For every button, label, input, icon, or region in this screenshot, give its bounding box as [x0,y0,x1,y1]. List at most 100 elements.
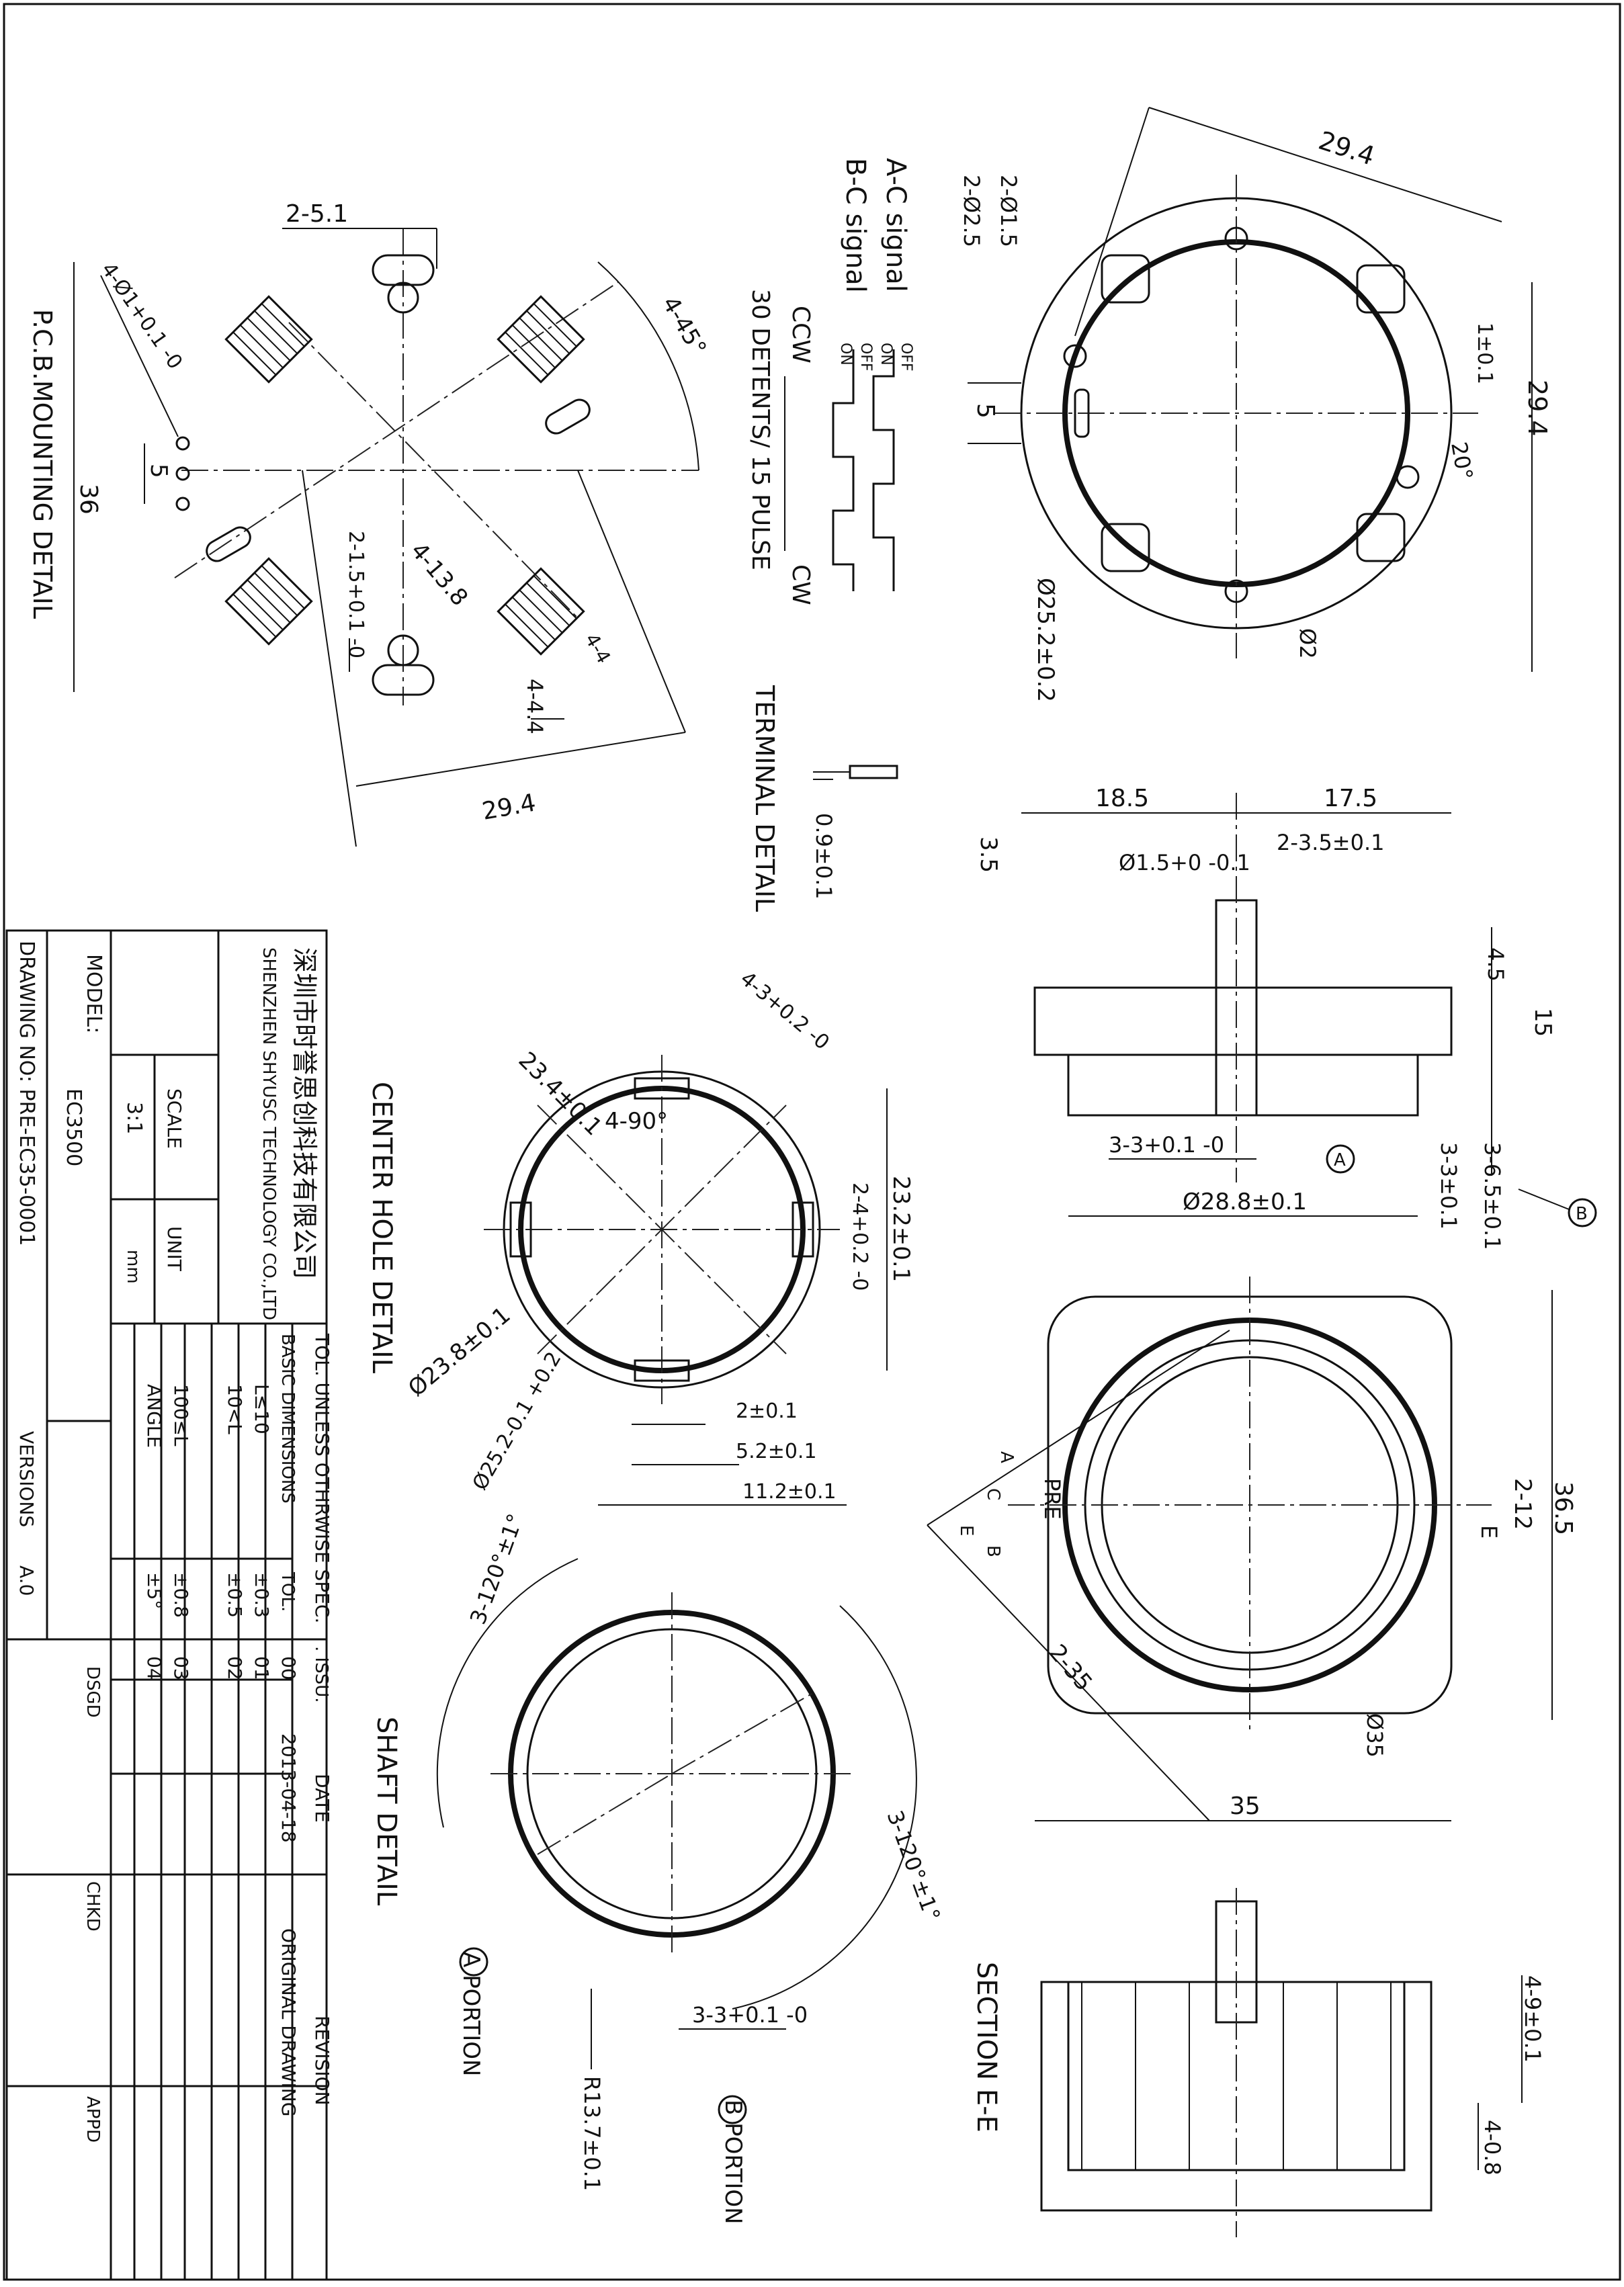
tol-row-0-tol: ±0.3 [251,1572,273,1618]
ccw-label: CCW [787,306,814,363]
datum-b-mark: B [1576,1204,1588,1224]
chkd-label: CHKD [83,1881,103,1932]
terminal-dim: 0.9±0.1 [811,813,837,900]
side-dim-3: 3.5 [975,836,1002,873]
side-dim-10: 3-3±0.1 [1436,1142,1461,1229]
terminal-detail: TERMINAL DETAIL 0.9±0.1 [750,685,898,912]
issue-4: 04 [143,1656,165,1680]
date-label: DATE [311,1774,333,1823]
front-dim-7: B [983,1545,1003,1557]
side-dim-9: Ø28.8±0.1 [1183,1189,1307,1215]
side-dim-2: 17.5 [1324,785,1377,812]
shaft-dim-3: R13.7±0.1 [579,2076,605,2191]
top-dim-2: 29.4 [1523,380,1552,437]
ch-dim-8: 2±0.1 [736,1399,798,1423]
front-dim-10: Ø35 [1362,1713,1387,1758]
ac-on: ON [878,343,894,365]
issue-2: 02 [224,1656,246,1680]
appd-label: APPD [83,2096,103,2143]
center-hole-title: CENTER HOLE DETAIL [366,1082,397,1374]
side-dim-4: Ø1.5+0 -0.1 [1119,850,1250,875]
ch-dim-7: Ø25.2-0.1 +0.2 [468,1348,566,1494]
tol-row-3-tol: ±5° [143,1572,165,1609]
ac-off: OFF [898,343,914,372]
front-dim-11: 35 [1230,1793,1260,1820]
front-view: 36.5 2-12 E PRE A C B E 2-35 Ø35 35 [927,1277,1577,1821]
issu-label: . ISSU. [311,1646,331,1703]
basic-dims: BASIC DIMENSIONS [277,1334,298,1504]
tol-row-3-range: ANGLE [143,1384,165,1448]
pcb-dim-pitch: 5 [145,464,172,478]
pcb-dim-pad: 4-4 [581,630,615,667]
drawing-number: DRAWING NO: PRE-EC35-0001 [15,941,38,1246]
pcb-dim-slot: 2-5.1 [286,200,348,228]
top-dim-6: 5 [972,403,999,419]
top-dim-4: 2-Ø2.5 [959,175,984,247]
datum-a-mark: A [1334,1150,1346,1170]
side-view: 18.5 17.5 3.5 Ø1.5+0 -0.1 2-3.5±0.1 4.5 … [975,785,1597,1250]
pcb-mounting-detail: P.C.B.MOUNTING DETAIL 2-5.1 4-Ø1+0.1 -0 … [28,200,712,847]
tol-label: TOL. [277,1571,298,1612]
scale-value: 3:1 [122,1102,146,1134]
company-en: SHENZHEN SHYUSC TECHNOLOGY CO.,LTD [259,947,279,1320]
section-dim-2: 4-0.8 [1480,2120,1505,2175]
front-dim-2: 2-12 [1509,1478,1536,1530]
company-cn: 深圳市时誉思创科技有限公司 [290,947,319,1279]
sheet-border [3,3,1621,2281]
cw-label: CW [787,564,814,605]
tol-header: TOL. UNLESS OTHRWISE SPEC. [311,1333,333,1623]
portion-a: A PORTION [458,1952,484,2076]
title-block: 深圳市时誉思创科技有限公司 SHENZHEN SHYUSC TECHNOLOGY… [5,929,333,2281]
pcb-dim-pad-offset: 4-13.8 [405,537,473,611]
section-title: SECTION E-E [971,1962,1002,2132]
side-dim-6: 4.5 [1483,947,1508,982]
section-e-e: SECTION E-E 4-9±0.1 4-0.8 [971,1888,1545,2237]
ch-dim-1: 4-3+0.2 -0 [736,967,834,1054]
ch-dim-5: 23.2±0.1 [888,1176,914,1282]
versions-value: A.0 [15,1565,38,1596]
top-view: 29.4 29.4 2-Ø1.5 2-Ø2.5 1±0.1 5 20° Ø25.… [959,107,1552,702]
bc-on: ON [837,343,854,365]
side-dim-11: 3-6.5±0.1 [1480,1142,1505,1250]
model-value: EC3500 [62,1088,85,1166]
date-value: 2013-04-18 [277,1733,300,1843]
model-label: MODEL: [82,954,105,1033]
shaft-dim-4: 3-3+0.1 -0 [692,2002,808,2028]
issue-1: 01 [251,1656,273,1680]
unit-value: mm [123,1250,143,1284]
side-dim-8: 3-3+0.1 -0 [1109,1132,1224,1158]
issue-0: 00 [277,1656,300,1680]
terminal-title: TERMINAL DETAIL [750,685,779,912]
pcb-dim-slot-width: 2-1.5+0.1 -0 [344,531,368,658]
center-hole-detail: CENTER HOLE DETAIL 4-3+0.2 -0 23.4±0.1 4… [366,967,914,1506]
ac-signal: A-C signal [880,158,911,292]
shaft-detail: SHAFT DETAIL 3-120°±1° 3-120°±1° R13.7±0… [371,1510,945,2225]
top-dim-3: 2-Ø1.5 [996,175,1021,247]
dsgd-label: DSGD [83,1666,103,1718]
tol-row-0-range: L≤10 [251,1384,273,1434]
versions-label: VERSIONS [15,1431,38,1527]
tol-row-1-tol: ±0.5 [224,1572,246,1618]
pcb-dim-pad-size: 4-4.4 [522,679,548,734]
ch-dim-3: 4-90° [605,1108,668,1135]
revision-value: ORIGINAL DRAWING [277,1928,300,2116]
pcb-dim-angle: 4-45° [656,292,712,361]
section-dim-1: 4-9±0.1 [1520,1975,1545,2063]
pcb-title: P.C.B.MOUNTING DETAIL [28,309,57,619]
side-dim-7: 15 [1529,1008,1556,1037]
top-dim-5: 1±0.1 [1473,322,1496,384]
shaft-title: SHAFT DETAIL [371,1717,402,1906]
ch-dim-2: 23.4±0.1 [513,1047,607,1141]
front-dim-3: E [1476,1525,1502,1539]
ch-dim-9: 5.2±0.1 [736,1440,817,1463]
shaft-dim-2: 3-120°±1° [882,1807,945,1925]
top-dim-8: Ø25.2±0.2 [1032,578,1059,702]
ch-dim-10: 11.2±0.1 [742,1480,837,1504]
tol-row-2-range: 100≤L [170,1384,192,1447]
signal-diagram: A-C signal B-C signal OFF ON OFF ON CCW … [746,158,914,605]
ch-dim-4: 2-4+0.2 -0 [848,1182,871,1291]
revision-label: REVISION [311,2016,333,2106]
tol-row-1-range: 10<L [224,1384,246,1434]
